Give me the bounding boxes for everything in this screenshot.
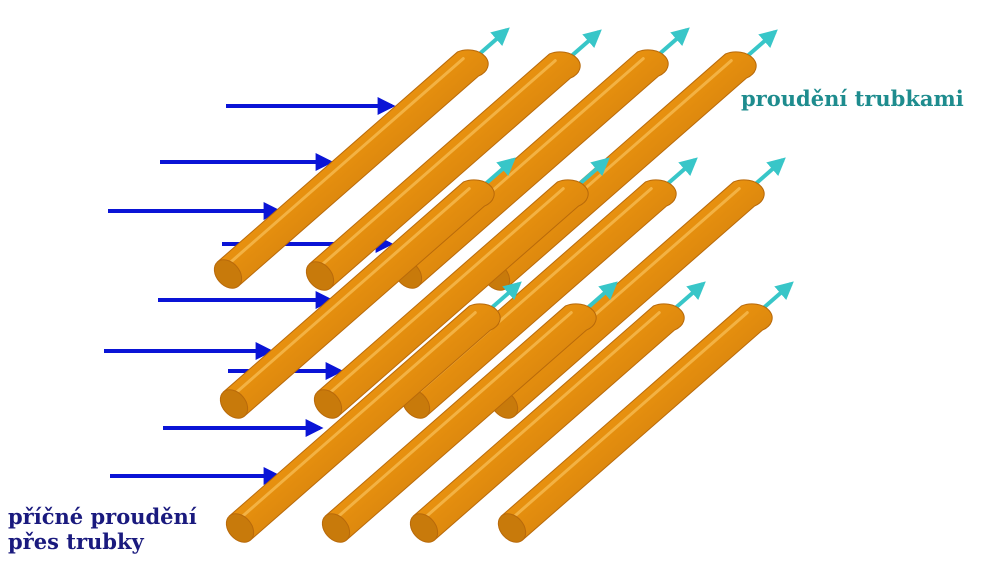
cross-flow-label-line1: příčné proudění: [8, 504, 197, 529]
tube-highlight: [417, 311, 661, 525]
tube-body: [222, 179, 495, 417]
tube-body: [484, 51, 757, 289]
tube: [305, 29, 602, 291]
tube-end-cap: [225, 513, 255, 543]
tube-highlight: [227, 187, 471, 401]
tube-body: [228, 303, 501, 541]
tube: [409, 281, 706, 543]
tube-body: [404, 179, 677, 417]
tube-body: [396, 49, 669, 287]
tube-body: [492, 179, 765, 417]
tube-highlight: [313, 59, 557, 273]
tube: [219, 157, 516, 419]
tube: [213, 27, 510, 289]
tube-highlight: [233, 311, 477, 525]
cross-flow-label: příčné proudění přes trubky: [8, 504, 197, 554]
tube-body: [324, 303, 597, 541]
tube-highlight: [221, 57, 465, 271]
tube-highlight: [321, 187, 565, 401]
tube-end-cap: [213, 259, 243, 289]
cross-flow-label-line2: přes trubky: [8, 529, 144, 554]
tube-end-cap: [321, 513, 351, 543]
tube-bank: [213, 27, 794, 543]
tube-end-cap: [305, 261, 335, 291]
tube-body: [216, 49, 489, 287]
tube: [313, 157, 610, 419]
tube-body: [412, 303, 685, 541]
tube: [497, 281, 794, 543]
tube-highlight: [505, 311, 749, 525]
tube: [225, 281, 522, 543]
tube: [321, 281, 618, 543]
tube-body: [316, 179, 589, 417]
tube-end-cap: [409, 513, 439, 543]
tube-body: [308, 51, 581, 289]
tube-highlight: [329, 311, 573, 525]
tube-body: [500, 303, 773, 541]
tube-end-cap: [497, 513, 527, 543]
tube-flow-label: proudění trubkami: [741, 86, 964, 111]
tube-end-cap: [219, 389, 249, 419]
tube-end-cap: [313, 389, 343, 419]
